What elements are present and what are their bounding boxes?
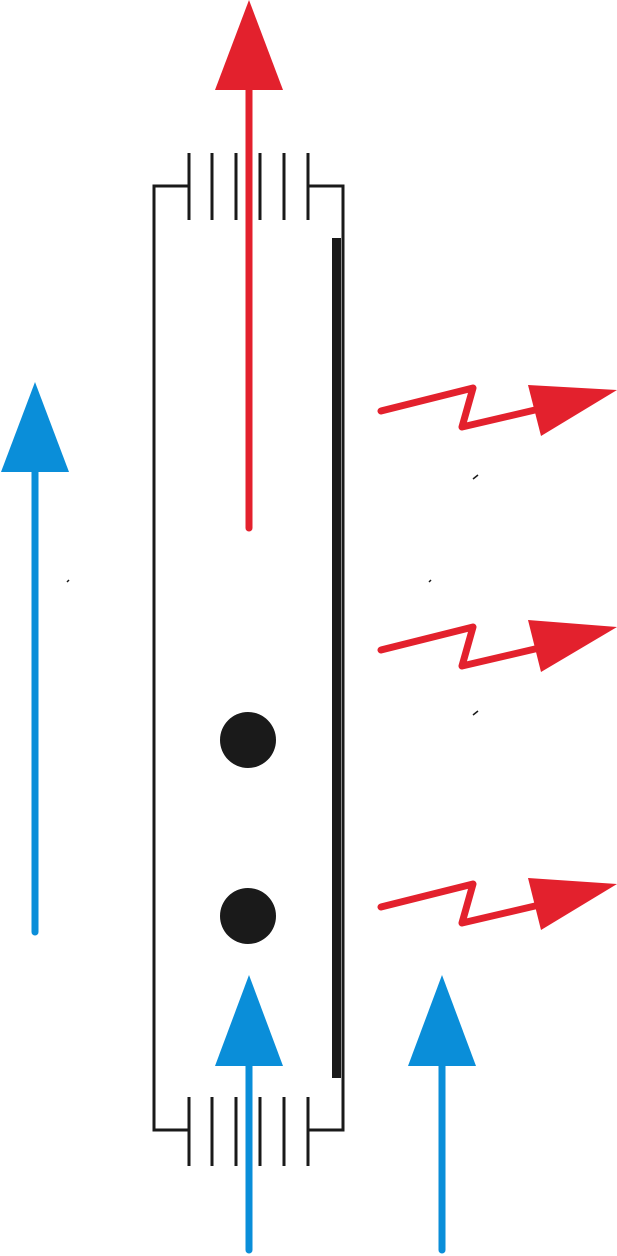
vessel-outline: [152, 184, 189, 1132]
up-arrow-icon: [408, 975, 476, 1066]
zigzag-arrow-icon: [377, 384, 539, 431]
heat-radiation-arrow-3: [377, 878, 617, 930]
vessel-outline-right: [308, 184, 345, 1132]
particles: [220, 712, 276, 944]
cold-inflow-center-arrow: [215, 975, 283, 1254]
dot-icon: [220, 888, 276, 944]
heat-radiation-arrow-2: [377, 620, 617, 672]
zigzag-arrow-icon: [377, 623, 539, 670]
cold-inflow-right-arrow: [408, 975, 476, 1254]
stray-marks: [66, 474, 479, 716]
up-arrow-icon: [215, 0, 283, 90]
dot-icon: [220, 712, 276, 768]
arrowhead-icon: [528, 620, 617, 672]
heated-wall: [332, 238, 341, 1078]
vessel: [152, 153, 345, 1166]
stray-mark: [66, 579, 70, 583]
heat-radiation-arrow-1: [377, 384, 617, 436]
arrowhead-icon: [528, 385, 617, 436]
stray-mark: [472, 710, 479, 716]
up-arrow-icon: [215, 975, 283, 1066]
zigzag-arrow-icon: [377, 880, 539, 927]
top-fins: [187, 153, 310, 220]
stray-mark: [428, 579, 432, 583]
arrowhead-icon: [528, 878, 617, 930]
bottom-fins: [187, 1097, 310, 1166]
cold-flow-left-arrow: [1, 382, 69, 936]
heat-radiation-arrows: [377, 384, 617, 930]
stray-mark: [472, 474, 479, 480]
up-arrow-icon: [1, 382, 69, 472]
hot-outlet-arrow: [215, 0, 283, 532]
